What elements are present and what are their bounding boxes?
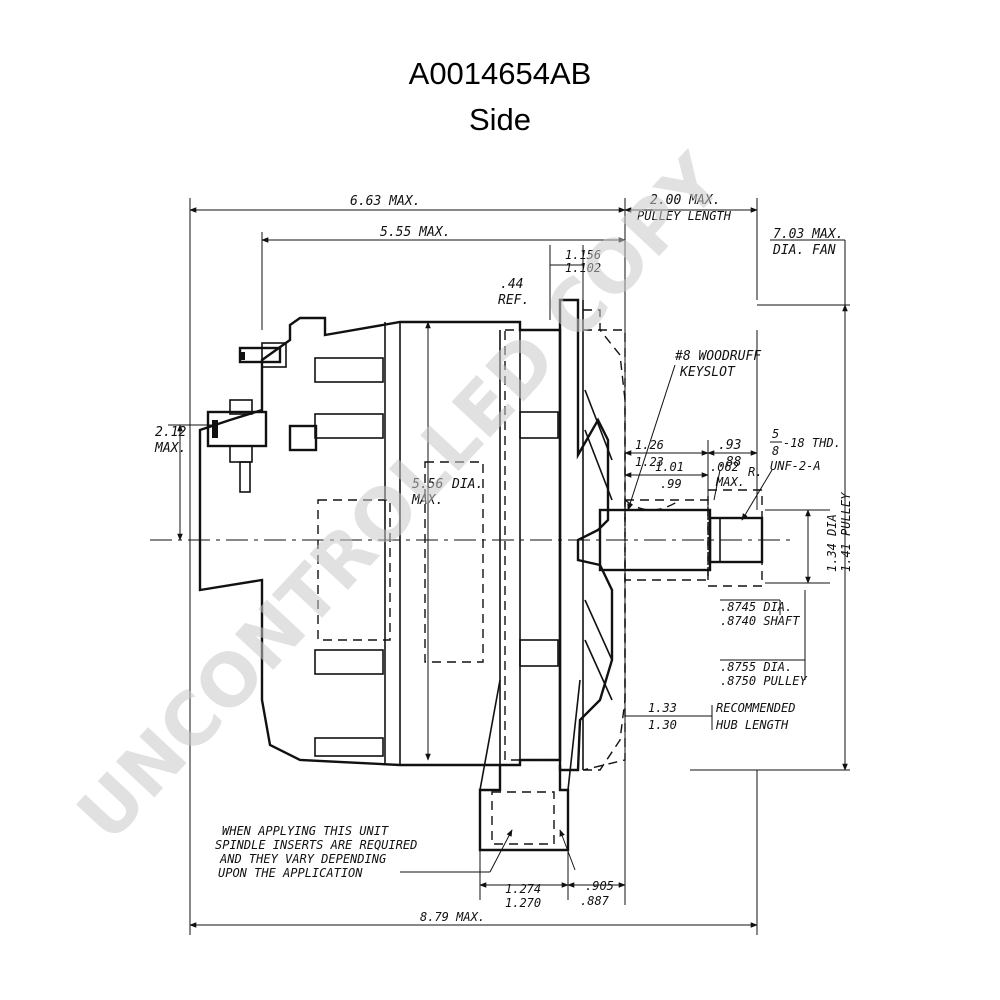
note-line2: SPINDLE INSERTS ARE REQUIRED <box>215 838 417 852</box>
hub-length-b: 1.30 <box>648 718 677 732</box>
shaft-dia-a: .8745 DIA. <box>720 600 792 614</box>
dim-pulley-length-label: PULLEY LENGTH <box>637 209 732 223</box>
hub-length-label2: HUB LENGTH <box>715 718 789 732</box>
mount-dim-d: .887 <box>580 894 610 908</box>
dim-height-value: 2.12 <box>155 425 186 440</box>
thread-size-d: UNF-2-A <box>770 459 821 473</box>
dim-pulley-length-value: 2.00 MAX. <box>650 193 720 208</box>
dim-0-88: .88 <box>718 455 742 470</box>
radius-value: .062 <box>710 460 739 474</box>
radius-r: R. <box>748 465 762 479</box>
keyslot-line1: #8 WOODRUFF <box>674 349 762 364</box>
dim-ref-value: .44 <box>500 277 523 292</box>
dim-total-length: 8.79 MAX. <box>420 910 485 924</box>
dim-hub-offset-b: 1.102 <box>565 261 601 275</box>
mount-dim-c: .905 <box>585 879 614 893</box>
alternator-housing <box>198 316 562 767</box>
dim-height-max: MAX. <box>154 441 186 456</box>
dim-hub-offset-a: 1.156 <box>565 248 601 262</box>
thread-size-b: 8 <box>772 444 779 458</box>
keyslot-line2: KEYSLOT <box>679 365 736 380</box>
mount-dim-b: 1.270 <box>505 896 541 910</box>
dia-1-41: 1.41 PULLEY <box>839 492 853 572</box>
note-line4: UPON THE APPLICATION <box>218 866 363 880</box>
dim-fan-dia-value: 7.03 MAX. <box>773 227 843 242</box>
mount-dim-a: 1.274 <box>505 882 541 896</box>
hub-length-a: 1.33 <box>648 701 677 715</box>
dim-overall-max: 6.63 MAX. <box>350 194 420 209</box>
dim-fan-dia-label: DIA. FAN <box>772 243 836 258</box>
note-line1: WHEN APPLYING THIS UNIT <box>222 824 389 838</box>
shaft-dia-b: .8740 SHAFT <box>720 614 800 628</box>
pulley-dia-a: .8755 DIA. <box>720 660 792 674</box>
radius-max: MAX. <box>715 475 745 489</box>
dim-0-93: .93 <box>718 438 741 453</box>
dimension-labels: 6.63 MAX. 5.55 MAX. 2.00 MAX. PULLEY LEN… <box>154 193 853 924</box>
view-label: Side <box>468 102 532 137</box>
dim-1-01: 1.01 <box>655 460 684 474</box>
thread-size-a: 5 <box>772 427 779 441</box>
body-dia-label: DIA. <box>451 477 483 492</box>
drawing-title: A0014654AB <box>408 56 592 91</box>
dim-ref-label: REF. <box>498 293 529 308</box>
thread-size-c: -18 THD. <box>783 436 841 450</box>
dim-1-26: 1.26 <box>635 438 664 452</box>
dimension-lines <box>150 198 850 935</box>
dim-body-max: 5.55 MAX. <box>380 225 450 240</box>
shaft-and-pulley <box>582 329 764 771</box>
note-line3: AND THEY VARY DEPENDING <box>219 852 386 866</box>
dia-1-34: 1.34 DIA <box>825 514 839 572</box>
dim-0-99: .99 <box>660 477 682 491</box>
dim-1-23: 1.23 <box>635 455 664 469</box>
body-dia-value: 5.56 <box>412 477 443 492</box>
body-dia-max: MAX. <box>411 493 443 508</box>
hub-length-label1: RECOMMENDED <box>716 701 795 715</box>
pulley-dia-b: .8750 PULLEY <box>720 674 807 688</box>
front-end-frame <box>478 298 626 852</box>
